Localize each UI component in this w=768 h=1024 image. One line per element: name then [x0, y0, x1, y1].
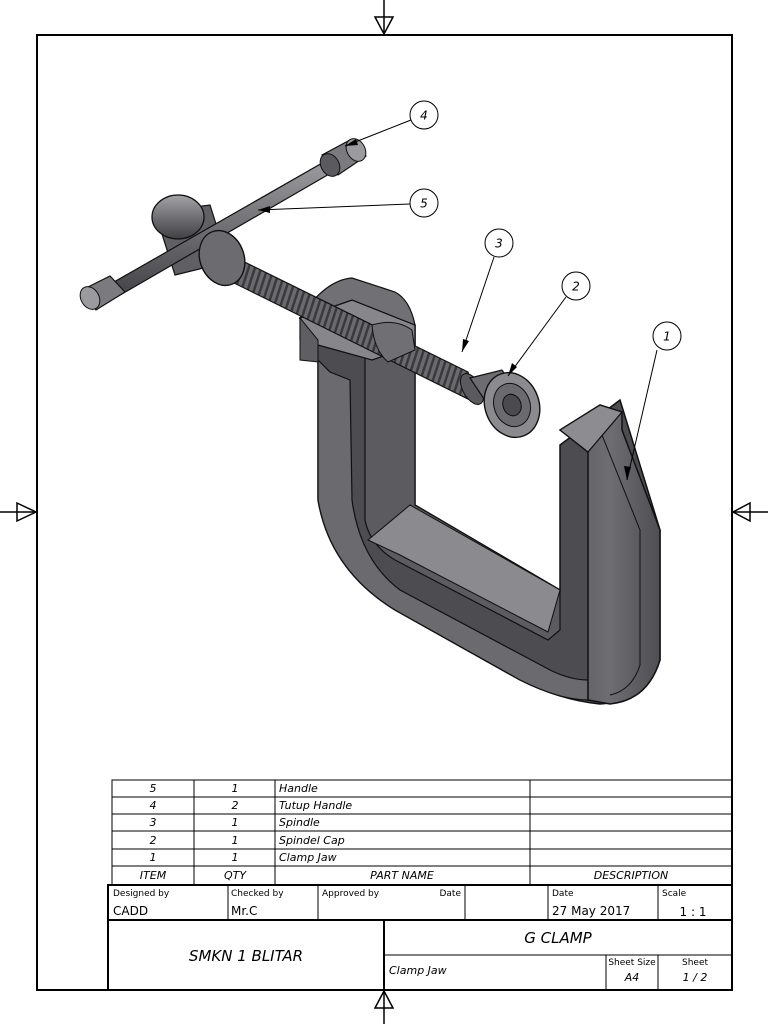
centering-mark-bottom [373, 989, 395, 1024]
scale-label: Scale [662, 889, 687, 899]
title-block-text: Designed by CADD Checked by Mr.C Approve… [113, 889, 708, 984]
bom-part: Clamp Jaw [279, 851, 337, 864]
bom-item: 4 [150, 799, 157, 812]
date-value: 27 May 2017 [552, 904, 630, 918]
balloon-number: 2 [572, 280, 580, 294]
balloon-5: 5 [257, 188, 439, 218]
approved-date-label: Date [439, 889, 461, 899]
bom-qty: 1 [232, 782, 239, 795]
sheet-size-value: A4 [624, 971, 640, 984]
bom-header-part: PART NAME [370, 869, 434, 882]
balloon-4: 4 [344, 100, 439, 147]
drawing-subtitle: Clamp Jaw [389, 964, 447, 977]
scale-value: 1 : 1 [680, 905, 707, 919]
balloon-3: 3 [461, 228, 514, 353]
balloon-number: 1 [663, 330, 671, 344]
bom-qty: 1 [232, 851, 239, 864]
handle-cap-lower [79, 275, 126, 311]
bom-qty: 2 [232, 799, 239, 812]
spindle-head-face [198, 229, 246, 287]
approved-by-label: Approved by [322, 889, 380, 899]
handle-cap-upper [319, 138, 367, 177]
bom-part: Spindel Cap [279, 834, 345, 847]
spindle-cap-part [469, 369, 541, 439]
clamp-boss-front [371, 321, 416, 363]
bom-part: Tutup Handle [279, 799, 352, 812]
clamp-jaw-part [298, 277, 661, 705]
designed-by-label: Designed by [113, 889, 170, 899]
g-clamp-illustration [79, 138, 661, 705]
bom-item: 3 [150, 816, 157, 829]
bom-header-description: DESCRIPTION [594, 869, 668, 882]
balloon-number: 4 [420, 109, 428, 123]
bom-part: Handle [279, 782, 318, 795]
sheet-size-label: Sheet Size [608, 958, 656, 968]
bill-of-materials [111, 779, 733, 886]
title-block [107, 884, 733, 991]
bom-qty: 1 [232, 816, 239, 829]
school-name: SMKN 1 BLITAR [189, 947, 303, 965]
bom-text: 5 1 Handle 4 2 Tutup Handle 3 1 Spindle … [140, 782, 668, 882]
checked-by-value: Mr.C [231, 904, 257, 918]
balloon-2: 2 [507, 271, 591, 377]
balloon-number: 5 [420, 197, 428, 211]
bom-item: 2 [150, 834, 157, 847]
sheet-label: Sheet [682, 958, 708, 968]
bom-item: 5 [150, 782, 157, 795]
drawing-title: G CLAMP [524, 929, 592, 947]
bom-qty: 1 [232, 834, 239, 847]
bom-header-item: ITEM [140, 869, 167, 882]
bom-item: 1 [150, 851, 157, 864]
bom-header-qty: QTY [224, 869, 247, 882]
designed-by-value: CADD [113, 904, 148, 918]
balloon-number: 3 [495, 237, 503, 251]
sheet-value: 1 / 2 [683, 971, 708, 984]
centering-mark-top [373, 0, 395, 36]
centering-mark-right [731, 501, 768, 523]
bom-part: Spindle [279, 816, 320, 829]
date-label: Date [552, 889, 574, 899]
balloon-1: 1 [624, 321, 682, 481]
centering-mark-left [0, 501, 38, 523]
checked-by-label: Checked by [231, 889, 284, 899]
